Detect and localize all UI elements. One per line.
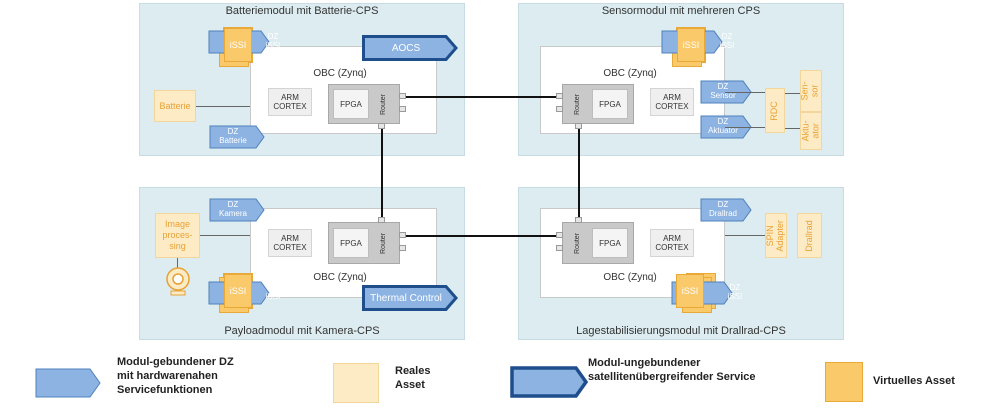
sensor-rdc: RDC: [765, 88, 785, 133]
legend-virtual-asset-swatch: [825, 362, 863, 402]
thermal-control-service-label: Thermal Control: [370, 292, 442, 304]
battery-router-port-right-2: [399, 106, 406, 112]
battery-dz-issi-label: DZ iSSI: [265, 32, 281, 50]
battery-router-port-bottom: [378, 123, 385, 129]
payload-image-line: [200, 235, 250, 236]
aocs-service-arrow: [362, 35, 458, 61]
battery-router-port-right-1: [399, 93, 406, 99]
payload-dz-issi-label: DZ iSSI: [265, 283, 281, 301]
battery-module-title: Batteriemodul mit Batterie-CPS: [225, 5, 379, 17]
attitude-module-title: Lagestabilisierungsmodul mit Drallrad-CP…: [576, 325, 786, 337]
payload-router-label: Router: [380, 232, 388, 254]
attitude-dz-drallrad-label: DZ Drallrad: [708, 200, 737, 218]
camera-icon: [166, 267, 190, 296]
attitude-issi-card: iSSI: [676, 274, 704, 308]
legend-real-asset-swatch: [333, 363, 379, 403]
link-battery-payload: [381, 129, 383, 217]
sensor-dz-aktuator-label: DZ Aktuator: [708, 117, 738, 135]
payload-router-port-top: [378, 217, 385, 223]
link-battery-sensor: [406, 96, 556, 98]
payload-dz-kamera-arrow: [209, 198, 265, 222]
battery-dz-batterie-label: DZ Batterie: [219, 127, 247, 145]
sensor-real-sensor: Sen- sor: [800, 70, 822, 112]
legend-module-unbound-arrow: [510, 366, 589, 398]
battery-issi-card: iSSI: [224, 28, 252, 62]
battery-obc-label: OBC (Zynq): [313, 68, 367, 79]
payload-module-title: Payloadmodul mit Kamera-CPS: [224, 325, 380, 337]
sensor-router-port-left-1: [556, 93, 563, 99]
sensor-rdc-line-top: [725, 92, 765, 93]
legend-module-unbound-text: Modul-ungebundener satellitenübergreifen…: [588, 357, 756, 383]
payload-issi-card: iSSI: [224, 274, 252, 308]
sensor-rdc-to-aktuator-line: [785, 128, 800, 129]
battery-dz-batterie-arrow: [209, 125, 265, 149]
sensor-module-title: Sensormodul mit mehreren CPS: [601, 5, 761, 17]
aocs-service-label: AOCS: [391, 42, 421, 54]
legend-module-bound-text: Modul-gebundener DZ mit hardwarenahen Se…: [117, 356, 234, 396]
battery-real-asset: Batterie: [154, 90, 196, 122]
sensor-dz-sensor-label: DZ Sensor: [710, 82, 736, 100]
thermal-control-service-arrow: [362, 285, 458, 311]
sensor-real-aktuator: Aktu- ator: [800, 112, 822, 150]
attitude-real-drallrad: Drallrad: [797, 213, 822, 258]
attitude-obc-label: OBC (Zynq): [603, 272, 657, 283]
attitude-dz-issi-label: DZ iSSI: [727, 283, 743, 301]
attitude-router-port-left-2: [556, 245, 563, 251]
sensor-router-port-bottom: [575, 123, 582, 129]
attitude-router-port-left-1: [556, 232, 563, 238]
attitude-spin-adapter: SPIN Adapter: [765, 213, 787, 258]
sensor-dz-issi-label: DZ iSSI: [719, 32, 735, 50]
payload-obc-label: OBC (Zynq): [313, 272, 367, 283]
attitude-fpga: FPGA: [592, 228, 628, 258]
payload-fpga: FPGA: [333, 228, 369, 258]
attitude-spin-line: [725, 235, 765, 236]
battery-asset-line: [196, 106, 250, 107]
payload-arm-cortex: ARM CORTEX: [268, 229, 312, 257]
sensor-rdc-to-sensor-line: [785, 93, 800, 94]
payload-image-processing: Image proces- sing: [155, 213, 200, 258]
sensor-rdc-line-bottom: [725, 127, 765, 128]
battery-router-label: Router: [380, 93, 388, 115]
payload-router-port-right-1: [399, 232, 406, 238]
sensor-obc-label: OBC (Zynq): [603, 68, 657, 79]
attitude-router-label: Router: [574, 232, 582, 254]
link-payload-attitude: [406, 235, 556, 237]
link-sensor-attitude: [578, 129, 580, 217]
sensor-fpga: FPGA: [592, 89, 628, 119]
battery-arm-cortex: ARM CORTEX: [268, 88, 312, 116]
sensor-issi-card: iSSI: [677, 28, 705, 62]
attitude-arm-cortex: ARM CORTEX: [650, 229, 694, 257]
sensor-router-port-left-2: [556, 106, 563, 112]
legend-virtual-asset-text: Virtuelles Asset: [873, 375, 955, 387]
sensor-router-label: Router: [574, 93, 582, 115]
battery-fpga: FPGA: [333, 89, 369, 119]
payload-camera-line: [177, 258, 178, 268]
payload-dz-kamera-label: DZ Kamera: [218, 200, 247, 218]
sensor-arm-cortex: ARM CORTEX: [650, 88, 694, 116]
legend-real-asset-text: Reales Asset: [395, 365, 431, 391]
attitude-router-port-top: [575, 217, 582, 223]
attitude-dz-drallrad-arrow: [700, 198, 752, 222]
payload-router-port-right-2: [399, 245, 406, 251]
legend-module-bound-arrow: [35, 368, 101, 398]
